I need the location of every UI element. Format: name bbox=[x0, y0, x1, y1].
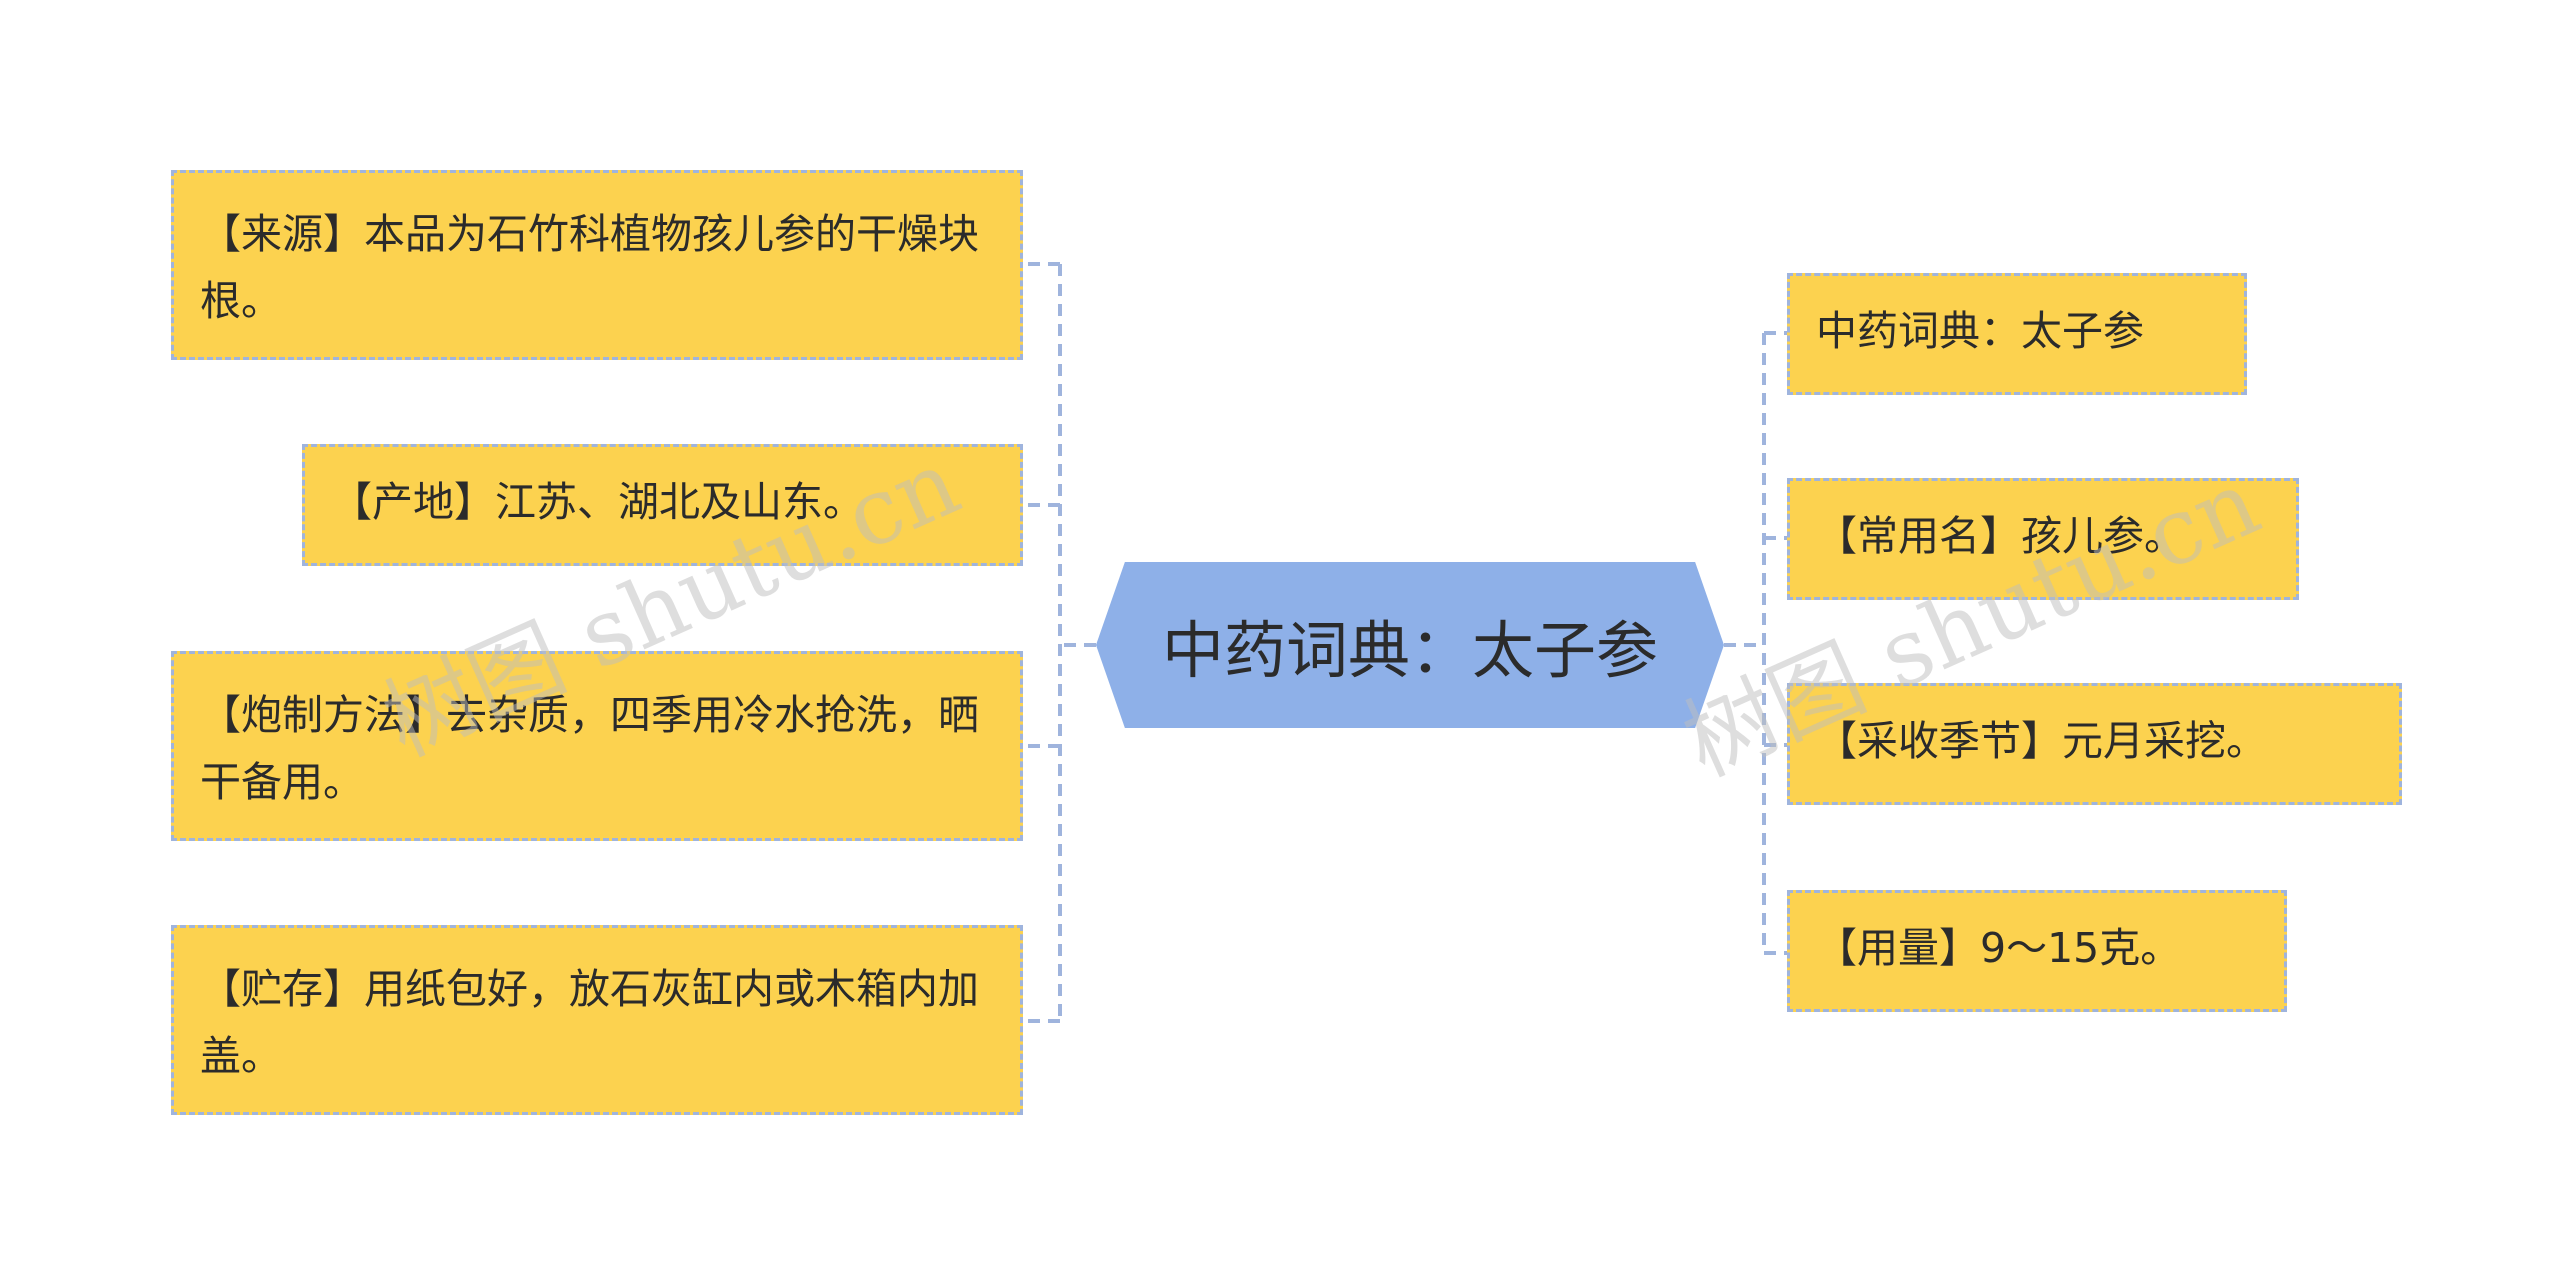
left-node-storage[interactable]: 【贮存】用纸包好，放石灰缸内或木箱内加盖。 bbox=[171, 925, 1023, 1115]
right-node-common-name-text: 【常用名】孩儿参。 bbox=[1816, 512, 2185, 560]
left-node-processing-text: 【炮制方法】去杂质，四季用冷水抢洗，晒干备用。 bbox=[200, 691, 979, 806]
right-node-common-name[interactable]: 【常用名】孩儿参。 bbox=[1787, 478, 2299, 600]
right-node-title[interactable]: 中药词典：太子参 bbox=[1787, 273, 2247, 395]
right-node-title-text: 中药词典：太子参 bbox=[1816, 307, 2144, 355]
right-node-dosage[interactable]: 【用量】9～15克。 bbox=[1787, 890, 2287, 1012]
right-node-harvest[interactable]: 【采收季节】元月采挖。 bbox=[1787, 683, 2402, 805]
left-node-origin-text: 【产地】江苏、湖北及山东。 bbox=[331, 478, 864, 526]
root-node[interactable]: 中药词典：太子参 bbox=[1096, 562, 1724, 728]
left-node-processing[interactable]: 【炮制方法】去杂质，四季用冷水抢洗，晒干备用。 bbox=[171, 651, 1023, 841]
left-node-source-text: 【来源】本品为石竹科植物孩儿参的干燥块根。 bbox=[200, 210, 979, 325]
root-node-label: 中药词典：太子参 bbox=[1161, 614, 1658, 687]
right-node-harvest-text: 【采收季节】元月采挖。 bbox=[1816, 717, 2267, 765]
left-node-source[interactable]: 【来源】本品为石竹科植物孩儿参的干燥块根。 bbox=[171, 170, 1023, 360]
left-node-origin[interactable]: 【产地】江苏、湖北及山东。 bbox=[302, 444, 1023, 566]
right-node-dosage-text: 【用量】9～15克。 bbox=[1816, 924, 2182, 972]
left-node-storage-text: 【贮存】用纸包好，放石灰缸内或木箱内加盖。 bbox=[200, 965, 979, 1080]
